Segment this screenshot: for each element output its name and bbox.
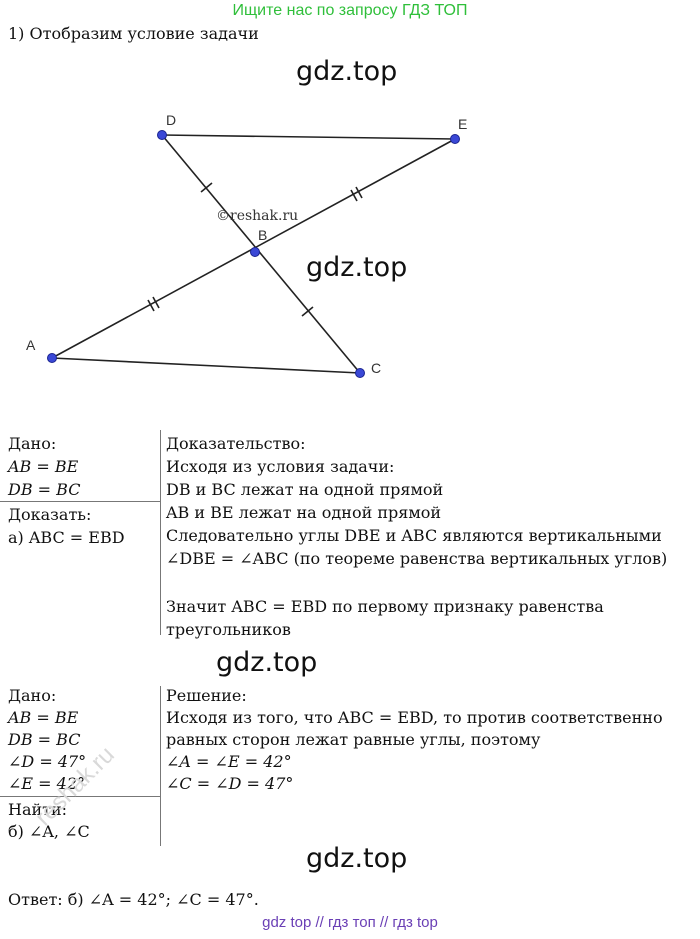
proof-line: DB и BC лежат на одной прямой (166, 480, 444, 499)
segment-AC (51, 357, 361, 374)
given-title: Дано: (8, 434, 57, 453)
solution-line: Исходя из того, что ABC = EBD, то против… (166, 708, 663, 727)
watermark: gdz.top (306, 252, 408, 283)
reshak-credit: ©reshak.ru (216, 208, 298, 224)
given-line: DB = BC (8, 480, 81, 499)
point-A (47, 353, 57, 363)
prove-statement: а) ABC = EBD (8, 528, 125, 547)
tick-AB-2 (152, 296, 160, 309)
answer: Ответ: б) ∠A = 42°; ∠C = 47°. (8, 890, 259, 909)
solution-line: ∠A = ∠E = 42° (166, 752, 292, 771)
footer-links[interactable]: gdz top // гдз топ // гдз top (262, 914, 438, 931)
point-E (450, 134, 460, 144)
given-line: ∠D = 47° (8, 752, 87, 771)
label-A: A (26, 337, 36, 353)
solution-line: равных сторон лежат равные углы, поэтому (166, 730, 541, 749)
solution-title: Решение: (166, 686, 247, 705)
given-divider (0, 501, 160, 502)
tick-BC (301, 306, 314, 317)
top-banner[interactable]: Ищите нас по запросу ГДЗ ТОП (232, 2, 468, 19)
given-line: AB = BE (8, 457, 79, 476)
column-divider (160, 686, 161, 846)
conclusion-line: треугольников (166, 620, 291, 639)
tick-AB-1 (147, 299, 155, 312)
column-divider (160, 430, 161, 635)
tick-DB (200, 182, 213, 193)
watermark: gdz.top (306, 843, 408, 874)
label-E: E (458, 116, 467, 132)
label-B: B (258, 227, 267, 243)
point-C (355, 368, 365, 378)
tick-BE-1 (350, 189, 358, 202)
watermark: gdz.top (216, 647, 318, 678)
proof-line: AB и BE лежат на одной прямой (166, 503, 442, 522)
proof-line: Следовательно углы DBE и ABC являются ве… (166, 526, 662, 545)
label-D: D (166, 112, 176, 128)
solution-line: ∠C = ∠D = 47° (166, 774, 294, 793)
watermark: gdz.top (296, 56, 398, 87)
geometry-diagram: D E B A C ©reshak.ru (26, 112, 467, 378)
find-title: Найти: (8, 800, 68, 819)
given-divider (0, 796, 160, 797)
given-line: DB = BC (8, 730, 81, 749)
given-title: Дано: (8, 686, 57, 705)
prove-title: Доказать: (8, 505, 92, 524)
task-heading: 1) Отобразим условие задачи (8, 24, 259, 43)
find-statement: б) ∠A, ∠C (8, 822, 90, 841)
label-C: C (371, 360, 381, 376)
conclusion-line: Значит ABC = EBD по первому признаку рав… (166, 597, 604, 616)
tick-BE-2 (355, 186, 363, 199)
point-B (250, 247, 260, 257)
segment-DC (161, 134, 361, 374)
point-D (157, 130, 167, 140)
proof-line: ∠DBE = ∠ABC (по теореме равенства вертик… (166, 549, 668, 568)
given-line: ∠E = 42° (8, 774, 86, 793)
proof-line: Исходя из условия задачи: (166, 457, 395, 476)
segment-DE (161, 134, 456, 140)
given-line: AB = BE (8, 708, 79, 727)
proof-title: Доказательство: (166, 434, 306, 453)
